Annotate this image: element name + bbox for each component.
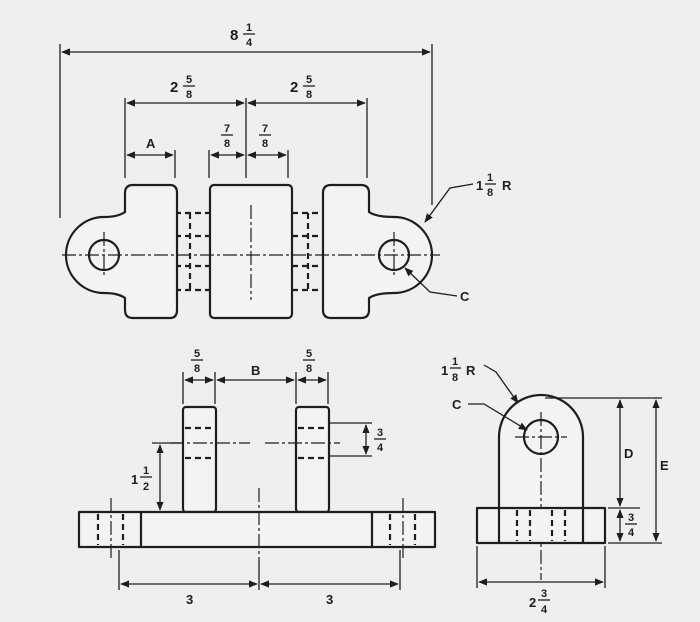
overall-dimension-label: 8 1 4 [230,22,255,49]
svg-text:8: 8 [230,27,238,44]
label-b: B [251,363,260,378]
svg-text:1: 1 [452,356,458,368]
label-a: A [146,136,156,151]
front-left-ear [181,405,218,514]
svg-text:8: 8 [224,138,230,150]
svg-text:1: 1 [476,178,483,193]
svg-text:4: 4 [246,37,253,49]
base-thickness-label: 3 4 [625,512,637,539]
svg-text:5: 5 [306,348,312,360]
radius-leader [424,183,474,223]
side-view: 1 1 8 R C D E 3 4 2 3 4 [441,356,669,616]
front-base [77,510,437,549]
base-left-label: 3 [186,592,193,607]
base-right-label: 3 [326,592,333,607]
label-d: D [624,446,633,461]
hole-leader-c [404,267,458,297]
svg-text:8: 8 [452,372,458,384]
gap-left-dimension-label: 7 8 [221,123,233,150]
svg-text:8: 8 [186,89,192,101]
svg-text:4: 4 [628,527,635,539]
svg-text:8: 8 [487,187,493,199]
svg-text:3: 3 [541,588,547,600]
svg-text:1: 1 [246,22,252,34]
half-left-dimension-label: 2 5 8 [170,74,195,101]
top-radius-label: 1 1 8 R [476,172,512,199]
left-bracket-outline [64,183,179,320]
svg-text:8: 8 [306,363,312,375]
right-bracket-outline [321,183,434,320]
svg-text:2: 2 [170,79,178,96]
svg-text:1: 1 [487,172,493,184]
label-c-side: C [452,397,462,412]
svg-text:5: 5 [306,74,312,86]
svg-text:R: R [466,363,476,378]
gap-right-dimension-label: 7 8 [259,123,271,150]
svg-text:3: 3 [628,512,634,524]
svg-text:5: 5 [194,348,200,360]
svg-text:1: 1 [441,363,448,378]
svg-text:2: 2 [290,79,298,96]
svg-text:5: 5 [186,74,192,86]
svg-text:8: 8 [306,89,312,101]
svg-text:1: 1 [131,472,138,487]
label-e: E [660,458,669,473]
svg-text:2: 2 [143,481,149,493]
side-base [475,506,607,545]
front-right-ear [294,405,331,514]
top-view: 8 1 4 2 5 8 2 5 8 7 8 7 8 A 1 [59,22,512,320]
svg-text:8: 8 [194,363,200,375]
side-width-label: 2 3 4 [529,588,550,616]
svg-text:4: 4 [541,604,548,616]
ear-right-dimension-label: 5 8 [303,348,315,375]
svg-text:4: 4 [377,442,384,454]
front-view: 5 8 5 8 B 3 4 1 1 2 3 3 [77,348,437,607]
hole-dimension-label: 3 4 [374,427,386,454]
svg-text:8: 8 [262,138,268,150]
height-dimension-label: 1 1 2 [131,465,152,493]
side-radius-leader [483,364,519,404]
side-radius-label: 1 1 8 R [441,356,476,384]
side-hole-leader-c [468,403,528,431]
svg-text:7: 7 [224,123,230,135]
ear-left-dimension-label: 5 8 [191,348,203,375]
svg-text:R: R [502,178,512,193]
svg-text:3: 3 [377,427,383,439]
svg-text:2: 2 [529,595,536,610]
svg-text:1: 1 [143,465,149,477]
svg-text:7: 7 [262,123,268,135]
label-c-top: C [460,289,470,304]
half-right-dimension-label: 2 5 8 [290,74,315,101]
